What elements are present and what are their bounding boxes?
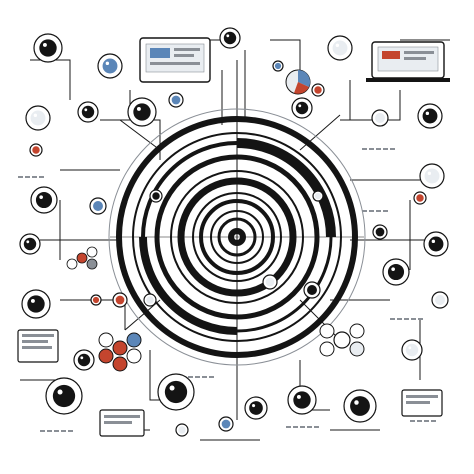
signal-bar — [54, 430, 59, 432]
signal-bar — [40, 430, 45, 432]
circuit-node-icon — [77, 101, 99, 123]
monitor-icon — [17, 329, 59, 363]
signal-bar — [286, 426, 291, 428]
circuit-node-icon — [112, 292, 128, 308]
pie-chart-icon — [285, 69, 311, 95]
circuit-node-icon — [175, 423, 189, 437]
circuit-node-icon — [21, 289, 51, 319]
circuit-node-icon — [372, 224, 388, 240]
signal-bar — [410, 420, 415, 422]
circuit-node-icon — [262, 274, 278, 290]
signal-bar — [390, 318, 395, 320]
circuit-node-icon — [149, 189, 163, 203]
hexagon-cluster-icon — [319, 323, 365, 357]
monitor-icons — [17, 37, 450, 437]
signal-bar — [376, 148, 381, 150]
signal-bar — [362, 148, 367, 150]
circuit-node-icon — [127, 97, 157, 127]
circuit-node-icon — [89, 197, 107, 215]
circuit-node-icon — [244, 396, 268, 420]
circuit-node-icon — [97, 53, 123, 79]
signal-bar — [424, 420, 429, 422]
signal-bar — [376, 210, 381, 212]
signal-bar — [404, 318, 409, 320]
signal-bar — [32, 176, 37, 178]
signal-bar — [209, 376, 214, 378]
circuit-node-icon — [419, 163, 445, 189]
circuit-node-icon — [431, 291, 449, 309]
monitor-icon — [366, 41, 450, 82]
circuit-node-icon — [272, 60, 284, 72]
circuit-node-icon — [401, 339, 423, 361]
signal-bar — [202, 376, 207, 378]
circuit-node-icon — [343, 389, 377, 423]
signal-bar — [18, 176, 23, 178]
signal-bar — [314, 426, 319, 428]
signal-bar — [362, 210, 367, 212]
circuit-node-icon — [25, 105, 51, 131]
circuit-node-icon — [218, 416, 234, 432]
circuit-node-icon — [30, 186, 58, 214]
monitor-icon — [139, 37, 211, 83]
circuit-node-icon — [45, 377, 83, 415]
monitor-icon — [401, 389, 443, 417]
hexagon-cluster-icon — [66, 246, 98, 270]
circuit-node-icon — [143, 293, 157, 307]
signal-bar — [47, 430, 52, 432]
signal-bar — [431, 420, 436, 422]
signal-bar — [369, 148, 374, 150]
circuit-node-icon — [168, 92, 184, 108]
signal-bar — [383, 148, 388, 150]
circuit-node-icon — [219, 27, 241, 49]
signal-bar — [195, 376, 200, 378]
signal-bar — [300, 426, 305, 428]
circuit-node-icon — [417, 103, 443, 129]
signal-bar — [68, 430, 73, 432]
circuit-node-icon — [371, 109, 389, 127]
circuit-node-icon — [312, 190, 324, 202]
signal-bar — [411, 318, 416, 320]
circuit-node-icons — [19, 27, 449, 437]
signal-bar — [390, 148, 395, 150]
signal-bar — [39, 176, 44, 178]
signal-bar — [369, 210, 374, 212]
signal-bar — [25, 176, 30, 178]
signal-bar — [293, 426, 298, 428]
hexagon-cluster-icon — [98, 332, 142, 372]
signal-bar — [397, 318, 402, 320]
signal-bar — [383, 210, 388, 212]
circuit-node-icon — [33, 33, 63, 63]
circuit-node-icon — [287, 385, 317, 415]
circuit-node-icon — [19, 233, 41, 255]
circuit-node-icon — [413, 191, 427, 205]
circuit-node-icon — [382, 258, 410, 286]
signal-bar — [418, 318, 423, 320]
hexagon-cluster-icon — [66, 246, 365, 372]
signal-bar — [61, 430, 66, 432]
monitor-icon — [99, 409, 145, 437]
circuit-node-icon — [73, 349, 95, 371]
signal-bars — [18, 148, 436, 432]
circuit-node-icon — [311, 83, 325, 97]
circuit-node-icon — [90, 294, 102, 306]
circuit-node-icon — [291, 97, 313, 119]
signal-bar — [307, 426, 312, 428]
circuit-node-icon — [327, 35, 353, 61]
concentric-dial-icon — [108, 108, 366, 366]
circuit-node-icon — [303, 281, 321, 299]
signal-bar — [188, 376, 193, 378]
circuit-node-icon — [157, 373, 195, 411]
circuit-node-icon — [423, 231, 449, 257]
circuit-node-icon — [29, 143, 43, 157]
signal-bar — [417, 420, 422, 422]
